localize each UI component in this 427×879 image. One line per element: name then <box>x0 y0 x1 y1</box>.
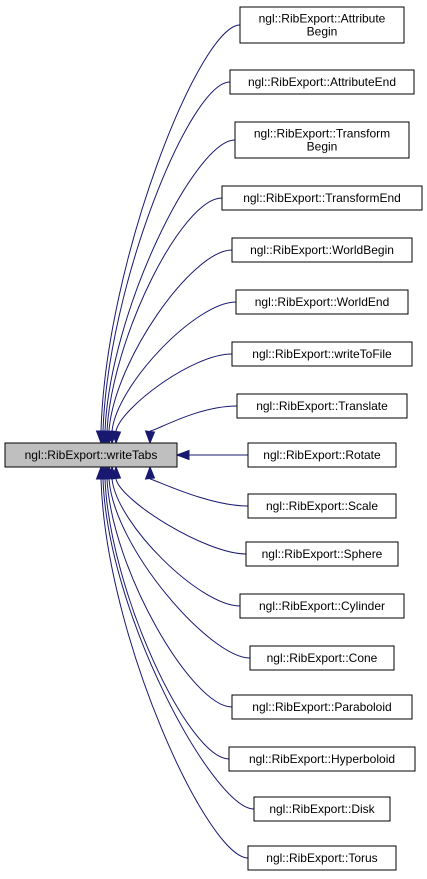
call-edge <box>102 81 231 432</box>
caller-node-label: ngl::RibExport::Scale <box>266 499 378 513</box>
call-edge <box>108 249 233 432</box>
caller-node-box <box>239 6 405 44</box>
root-node[interactable]: ngl::RibExport::writeTabs <box>4 442 178 468</box>
caller-node-box <box>236 393 408 419</box>
call-edge <box>108 478 251 659</box>
caller-node-box <box>231 694 413 720</box>
caller-node-box <box>239 593 405 619</box>
caller-node[interactable]: ngl::RibExport::writeToFile <box>231 341 413 367</box>
call-edge <box>149 478 249 507</box>
root-node-box <box>4 442 178 468</box>
caller-node-box <box>234 121 410 159</box>
caller-node[interactable]: ngl::RibExport::Rotate <box>247 442 397 468</box>
caller-node-box <box>245 541 399 567</box>
caller-node-label: ngl::RibExport::WorldEnd <box>255 295 390 309</box>
caller-node[interactable]: ngl::RibExport::Paraboloid <box>231 694 413 720</box>
caller-node-label: ngl::RibExport::Rotate <box>263 448 381 462</box>
caller-node-label: ngl::RibExport::Paraboloid <box>252 700 391 714</box>
caller-node[interactable]: ngl::RibExport::Translate <box>236 393 408 419</box>
call-edge <box>100 24 241 432</box>
caller-node-label: ngl::RibExport::TransformEnd <box>243 191 401 205</box>
caller-node-label: ngl::RibExport::WorldBegin <box>250 243 394 257</box>
caller-node-label: ngl::RibExport::AttributeEnd <box>248 75 396 89</box>
caller-node[interactable]: ngl::RibExport::Hyperboloid <box>228 746 416 772</box>
call-edge-arrowhead <box>144 465 156 480</box>
call-edge-arrowhead <box>95 465 107 480</box>
call-edge <box>100 478 249 859</box>
caller-node[interactable]: ngl::RibExport::Cone <box>249 645 395 671</box>
call-edge-arrowhead <box>110 430 122 445</box>
caller-node[interactable]: ngl::RibExport::TransformEnd <box>221 185 423 211</box>
call-edge <box>115 478 247 555</box>
caller-node-label: ngl::RibExport::Disk <box>269 802 375 816</box>
caller-node[interactable]: ngl::RibExport::Scale <box>247 493 397 519</box>
graph-edges <box>95 24 255 859</box>
caller-node-label: ngl::RibExport::Hyperboloid <box>249 752 395 766</box>
caller-node-label: ngl::RibExport::Torus <box>266 851 377 865</box>
caller-node-box <box>231 341 413 367</box>
caller-node-box <box>247 845 397 871</box>
caller-node-label: ngl::RibExport::Attribute <box>259 12 386 26</box>
graph-nodes: ngl::RibExport::writeTabs ngl::RibExport… <box>4 6 423 871</box>
call-edge <box>106 478 233 708</box>
call-edge <box>102 478 255 810</box>
caller-node-label: ngl::RibExport::Cone <box>267 651 378 665</box>
caller-node[interactable]: ngl::RibExport::WorldEnd <box>235 289 409 315</box>
call-edge <box>111 478 241 607</box>
caller-node-label: Begin <box>307 25 338 39</box>
call-edge <box>149 405 238 432</box>
caller-node-box <box>247 493 397 519</box>
call-edge-arrowhead <box>175 449 190 461</box>
caller-node[interactable]: ngl::RibExport::Sphere <box>245 541 399 567</box>
caller-node-box <box>247 442 397 468</box>
root-node-label: ngl::RibExport::writeTabs <box>25 448 158 462</box>
caller-node[interactable]: ngl::RibExport::Disk <box>253 796 391 822</box>
caller-node[interactable]: ngl::RibExport::AttributeEnd <box>229 69 415 95</box>
caller-node-box <box>231 237 413 263</box>
caller-node-box <box>228 746 416 772</box>
call-edge-arrowhead <box>144 430 156 445</box>
caller-node-label: ngl::RibExport::Sphere <box>262 547 383 561</box>
call-edge <box>104 139 236 432</box>
caller-node-label: ngl::RibExport::Translate <box>256 399 388 413</box>
caller-node-box <box>235 289 409 315</box>
caller-node-box <box>253 796 391 822</box>
call-edge <box>111 301 237 432</box>
caller-node-label: ngl::RibExport::writeToFile <box>252 347 392 361</box>
call-edge <box>115 353 233 432</box>
caller-node[interactable]: ngl::RibExport::WorldBegin <box>231 237 413 263</box>
call-edge <box>106 197 223 432</box>
caller-node[interactable]: ngl::RibExport::Cylinder <box>239 593 405 619</box>
caller-node-box <box>229 69 415 95</box>
call-edge <box>104 478 230 760</box>
caller-node-label: ngl::RibExport::Cylinder <box>259 599 385 613</box>
caller-node-label: Begin <box>307 140 338 154</box>
caller-node-box <box>221 185 423 211</box>
caller-node-label: ngl::RibExport::Transform <box>254 127 390 141</box>
caller-node[interactable]: ngl::RibExport::Torus <box>247 845 397 871</box>
caller-node-box <box>249 645 395 671</box>
